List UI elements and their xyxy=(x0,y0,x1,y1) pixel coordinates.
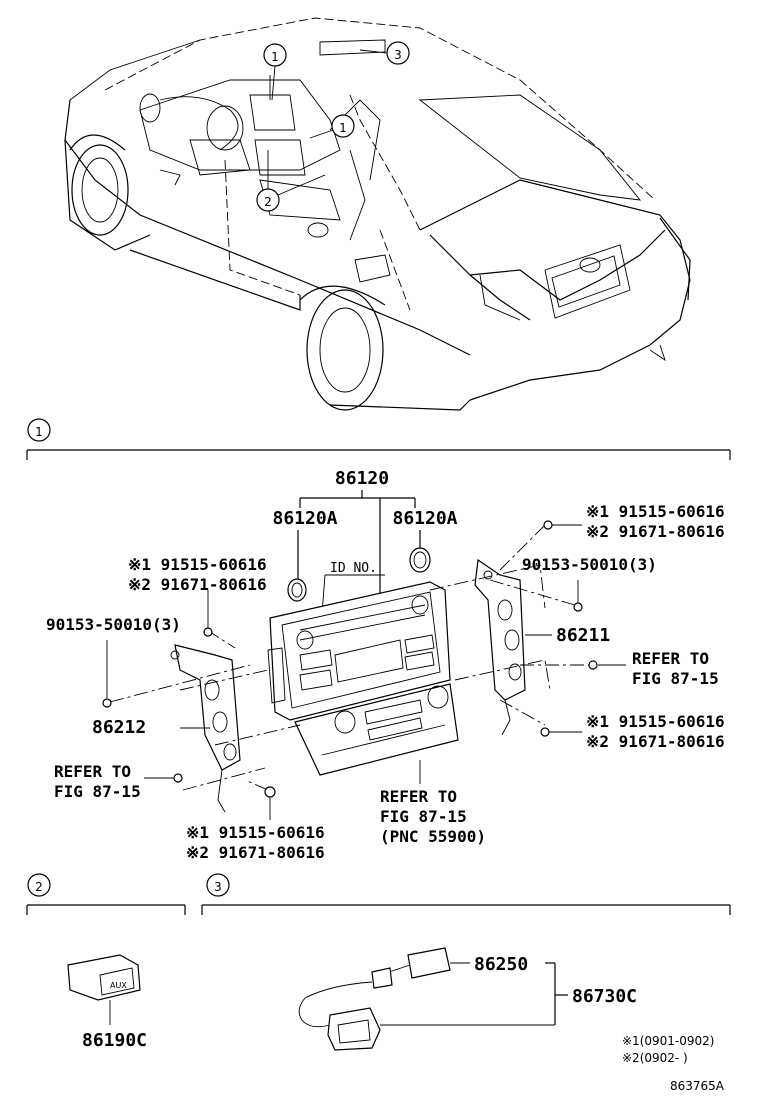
ref-tl-line1: ※1 91515-60616 xyxy=(128,555,267,574)
aux-switch: AUX xyxy=(67,954,141,1025)
ref-tr-line1: ※1 91515-60616 xyxy=(586,502,725,521)
screw-right-mid xyxy=(573,580,583,612)
note-1: ※1(0901-0902) xyxy=(622,1034,714,1048)
car-callout-1-top: 1 xyxy=(263,43,287,101)
callout-1-label-mid: 1 xyxy=(339,121,347,135)
part-86212-label: 86212 xyxy=(92,717,146,738)
screw-right-refer xyxy=(588,660,598,670)
car-illustration xyxy=(64,17,691,411)
bracket-86212 xyxy=(170,644,241,813)
aux-cable-assembly xyxy=(298,947,555,1051)
refer-right-line1: REFER TO xyxy=(632,649,709,668)
part-86120: 86120 xyxy=(335,468,389,489)
section-1-header: 1 xyxy=(26,418,731,460)
refer-bottom-line2: FIG 87-15 xyxy=(380,807,467,826)
section-2-header: 2 xyxy=(26,873,186,915)
screw-left-bottom xyxy=(102,640,112,708)
screw-left-top xyxy=(203,590,213,637)
figure-id: 863765A xyxy=(670,1079,725,1093)
screw-label-left: 90153-50010(3) xyxy=(46,615,181,634)
callout-1-label-top: 1 xyxy=(271,50,279,64)
screw-label-right: 90153-50010(3) xyxy=(522,555,657,574)
callout-3-label-car: 3 xyxy=(394,48,402,62)
ref-tr-line2: ※2 91671-80616 xyxy=(586,522,725,541)
part-86190c-label: 86190C xyxy=(82,1030,147,1051)
section-3-header: 3 xyxy=(201,873,731,915)
assembly-label-tree: 86120 86120A 86120A xyxy=(272,468,458,600)
refer-left-line2: FIG 87-15 xyxy=(54,782,141,801)
screw-left-refer xyxy=(173,773,183,783)
section-3-number: 3 xyxy=(214,880,222,894)
part-86120a-right: 86120A xyxy=(392,508,457,529)
section-1-assembly-lines xyxy=(109,524,590,791)
id-no-text: ID NO. xyxy=(330,561,377,576)
ref-bl-line1: ※1 91515-60616 xyxy=(186,823,325,842)
part-86250-label: 86250 xyxy=(474,954,528,975)
part-86120a-left: 86120A xyxy=(272,508,337,529)
part-86730c-label: 86730C xyxy=(572,986,637,1007)
refer-bottom-line1: REFER TO xyxy=(380,787,457,806)
ref-mr-line2: ※2 91671-80616 xyxy=(586,732,725,751)
refer-left-line1: REFER TO xyxy=(54,762,131,781)
car-callout-2: 2 xyxy=(256,150,326,212)
note-2: ※2(0902- ) xyxy=(622,1051,688,1065)
car-callout-1-mid: 1 xyxy=(309,114,355,139)
refer-right-line2: FIG 87-15 xyxy=(632,669,719,688)
screw-right-bottom xyxy=(540,727,550,737)
callout-2-label-car: 2 xyxy=(264,195,272,209)
ref-mr-line1: ※1 91515-60616 xyxy=(586,712,725,731)
knob-left xyxy=(287,578,307,602)
bracket-86211 xyxy=(474,558,526,736)
knob-right xyxy=(409,547,431,573)
audio-control-panel xyxy=(267,581,459,776)
part-86211-label: 86211 xyxy=(556,625,610,646)
ref-tl-line2: ※2 91671-80616 xyxy=(128,575,267,594)
refer-bottom-line3: (PNC 55900) xyxy=(380,827,486,846)
car-callout-3: 3 xyxy=(359,41,410,65)
aux-switch-label: AUX xyxy=(110,981,127,990)
screw-bottom-mid xyxy=(264,786,276,820)
section-1-number: 1 xyxy=(35,425,43,439)
section-2-number: 2 xyxy=(35,880,43,894)
screw-right-top xyxy=(543,520,553,530)
ref-bl-line2: ※2 91671-80616 xyxy=(186,843,325,862)
